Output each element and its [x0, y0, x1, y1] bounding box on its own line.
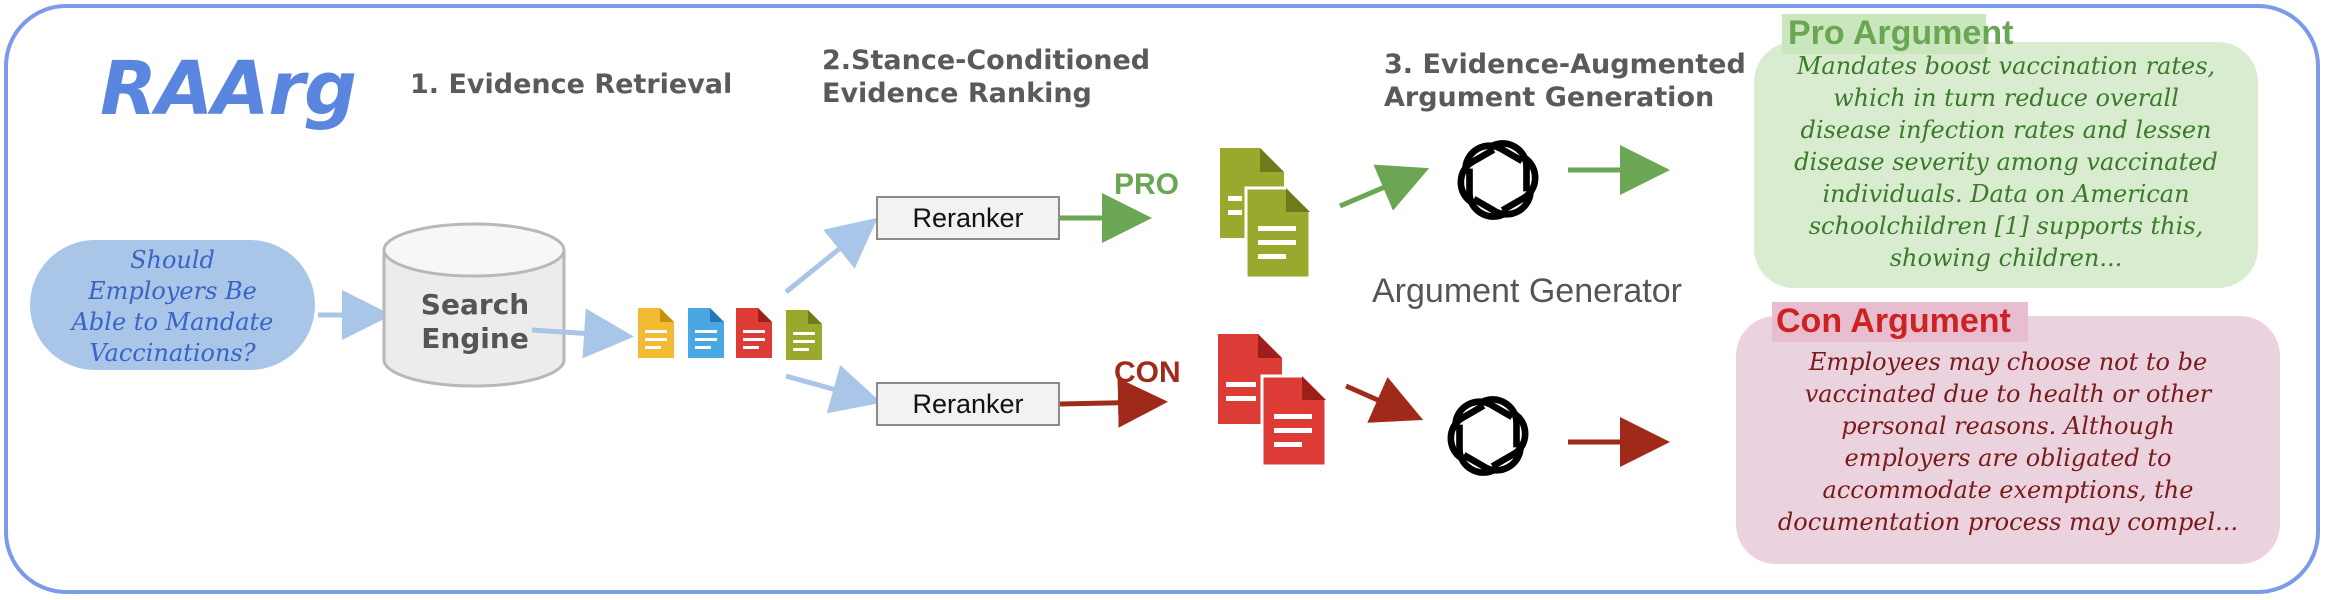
arrow-con-reranker-to-docs: [1059, 377, 1168, 428]
con-argument-line: documentation process may compel...: [1777, 508, 2239, 536]
con-argument-text: Employees may choose not to be vaccinate…: [1752, 346, 2264, 538]
con-argument-line: accommodate exemptions, the: [1822, 476, 2194, 504]
search-engine-label: Search Engine: [390, 288, 560, 356]
pro-argument-line: which in turn reduce overall: [1833, 84, 2179, 112]
search-engine-line1: Search: [420, 288, 530, 321]
con-argument-line: employers are obligated to: [1844, 444, 2172, 472]
step-argument-generation-line2: Argument Generation: [1384, 82, 1715, 113]
step-argument-generation: 3. Evidence-Augmented Argument Generatio…: [1384, 48, 1746, 114]
query-line: Vaccinations?: [89, 339, 256, 367]
pro-evidence-docs-icon: [1220, 148, 1312, 280]
pro-argument-title-bg: [1782, 14, 1986, 54]
query-text: Should Employers Be Able to Mandate Vacc…: [40, 245, 305, 369]
retrieved-doc-olive-icon: [786, 310, 822, 360]
retrieved-doc-blue-icon: [688, 308, 724, 358]
outer-frame: [4, 4, 2320, 594]
query-line: Able to Mandate: [71, 308, 274, 336]
step-stance-ranking: 2.Stance-Conditioned Evidence Ranking: [822, 44, 1150, 110]
con-reranker-box: Reranker: [876, 382, 1060, 426]
step-stance-ranking-line2: Evidence Ranking: [822, 78, 1092, 109]
pro-stance-label: PRO: [1114, 168, 1180, 201]
pro-argument-title: Pro Argument: [1788, 14, 2014, 52]
con-argument-line: vaccinated due to health or other: [1804, 380, 2212, 408]
pro-argument-text: Mandates boost vaccination rates, which …: [1770, 50, 2242, 274]
con-argument-line: Employees may choose not to be: [1808, 348, 2208, 376]
retrieved-doc-red-icon: [736, 308, 772, 358]
query-line: Employers Be: [88, 277, 257, 305]
pro-argument-line: Mandates boost vaccination rates,: [1796, 52, 2216, 80]
pro-argument-line: disease severity among vaccinated: [1794, 148, 2218, 176]
con-argument-title: Con Argument: [1776, 302, 2011, 340]
arrow-con-docs-to-generator: [1344, 376, 1424, 423]
pro-argument-line: schoolchildren [1] supports this,: [1808, 212, 2204, 240]
retrieved-doc-yellow-icon: [638, 308, 674, 358]
step-argument-generation-line1: 3. Evidence-Augmented: [1384, 49, 1746, 80]
con-argument-line: personal reasons. Although: [1841, 412, 2175, 440]
step-evidence-retrieval: 1. Evidence Retrieval: [410, 69, 733, 100]
query-line: Should: [130, 246, 215, 274]
con-evidence-docs-icon: [1218, 334, 1328, 468]
arrow-docs-to-pro-reranker: [784, 217, 878, 294]
pro-argument-box: [1754, 42, 2258, 288]
pro-argument-line: disease infection rates and lessen: [1800, 116, 2212, 144]
arrow-pro-docs-to-generator: [1339, 164, 1430, 211]
search-engine-cylinder-icon: [382, 222, 566, 388]
search-engine-line2: Engine: [421, 322, 529, 355]
pro-generator-openai-icon: [1452, 137, 1544, 223]
con-argument-box: [1736, 316, 2280, 564]
arrow-search-to-docs: [531, 308, 634, 359]
arrow-docs-to-con-reranker: [785, 365, 882, 414]
con-stance-label: CON: [1114, 356, 1181, 389]
pro-argument-line: showing children...: [1889, 244, 2123, 272]
query-pill: [30, 240, 315, 370]
pro-argument-line: individuals. Data on American: [1822, 180, 2190, 208]
con-generator-openai-icon: [1442, 393, 1534, 479]
logo-title: RAArg: [100, 46, 357, 132]
step-stance-ranking-line1: 2.Stance-Conditioned: [822, 45, 1151, 76]
argument-generator-label: Argument Generator: [1372, 272, 1682, 310]
pro-reranker-box: Reranker: [876, 196, 1060, 240]
con-argument-title-bg: [1772, 302, 2028, 342]
